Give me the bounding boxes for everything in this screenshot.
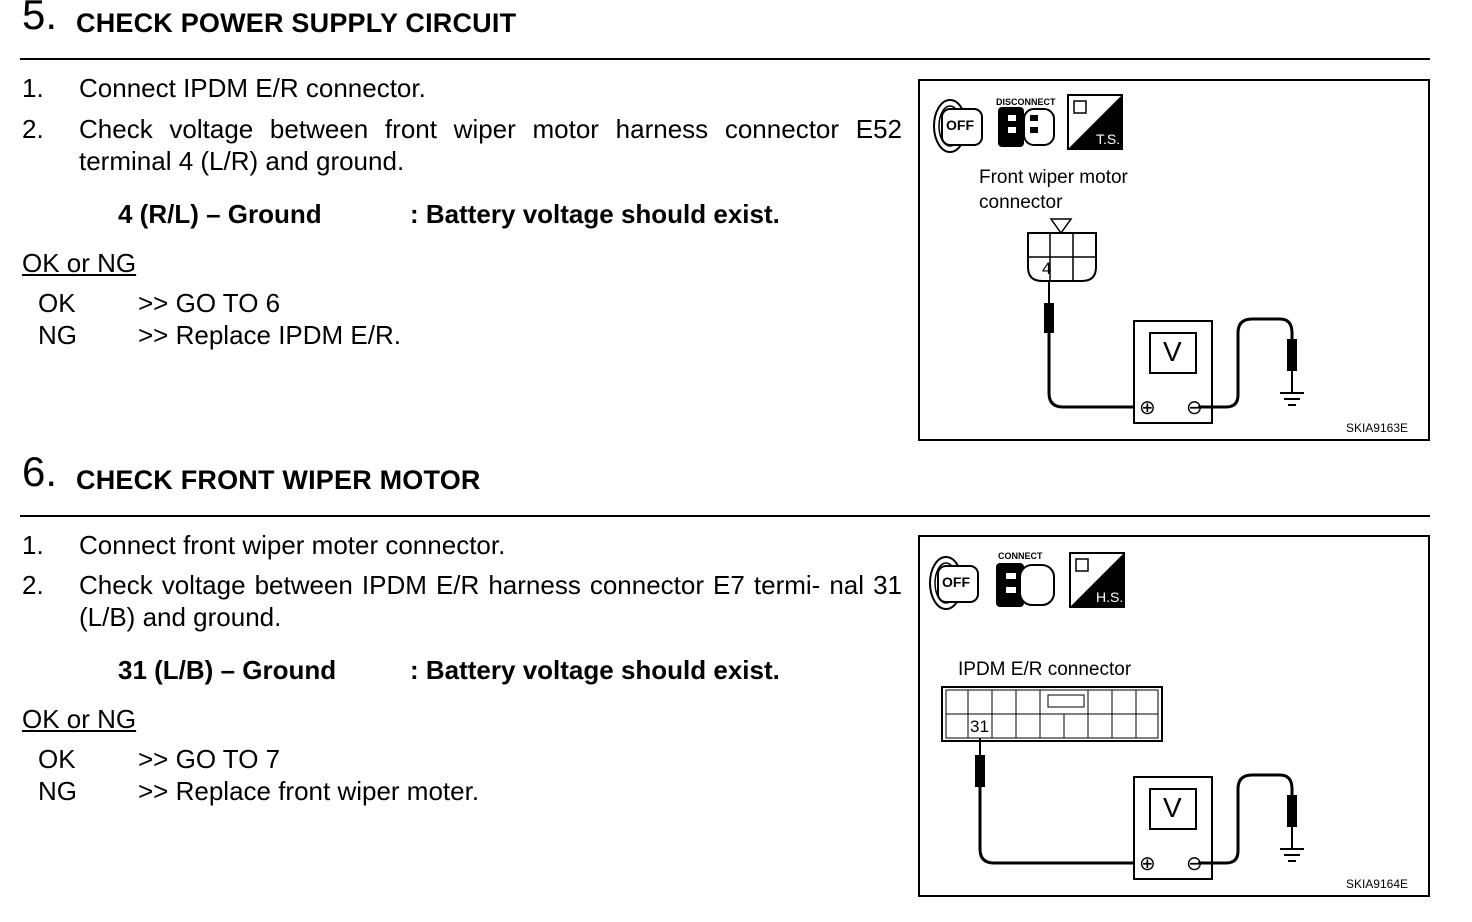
- step-number: 1.: [22, 73, 44, 103]
- step-2: 2. Check voltage between IPDM E/R harnes…: [22, 569, 902, 633]
- spec-line: 4 (R/L) – Ground : Battery voltage shoul…: [118, 198, 780, 230]
- terminal-number: 4: [1042, 259, 1052, 278]
- section-title: CHECK FRONT WIPER MOTOR: [76, 465, 481, 495]
- plus-terminal-icon: ⊕: [1139, 853, 1156, 875]
- step-2: 2. Check voltage between front wiper mot…: [22, 113, 902, 177]
- step-number: 1.: [22, 530, 44, 560]
- connector-state-label: CONNECT: [998, 551, 1043, 561]
- step-text: Check voltage between IPDM E/R harness c…: [79, 570, 902, 632]
- figure-code: SKIA9164E: [1345, 877, 1408, 891]
- tool-label: T.S.: [1096, 131, 1121, 147]
- section-5: 5. CHECK POWER SUPPLY CIRCUIT 1. Connect…: [20, 0, 1430, 450]
- section-number: 6.: [22, 448, 58, 495]
- step-number: 2.: [22, 114, 44, 144]
- ok-or-ng-heading: OK or NG: [22, 248, 137, 278]
- minus-terminal-icon: ⊖: [1186, 853, 1203, 875]
- result-key: OK: [38, 744, 76, 774]
- result-key: NG: [38, 320, 77, 350]
- step-1: 1. Connect front wiper moter connector.: [22, 529, 902, 561]
- connector-icon: [998, 107, 1055, 147]
- tester-icon: [1067, 94, 1123, 150]
- wiring-diagram: [929, 552, 1304, 880]
- result-ng: NG >> Replace IPDM E/R.: [38, 319, 401, 351]
- step-text: Connect front wiper moter connector.: [79, 530, 506, 560]
- section-header: 5. CHECK POWER SUPPLY CIRCUIT: [20, 0, 1430, 60]
- result-key: NG: [38, 776, 77, 806]
- key-off-label: OFF: [946, 117, 974, 133]
- ipdm-connector: [941, 686, 1163, 742]
- result-action: >> GO TO 6: [138, 288, 281, 318]
- ok-or-ng-heading: OK or NG: [22, 704, 137, 734]
- step-1: 1. Connect IPDM E/R connector.: [22, 72, 902, 104]
- result-ok: OK >> GO TO 7: [38, 743, 280, 775]
- result-ok: OK >> GO TO 6: [38, 287, 280, 319]
- section-6: 6. CHECK FRONT WIPER MOTOR 1. Connect fr…: [20, 451, 1430, 917]
- connector-icon: [996, 563, 1055, 607]
- connector-label: IPDM E/R connector: [958, 659, 1132, 680]
- result-action: >> Replace front wiper moter.: [138, 776, 480, 806]
- tester-icon: [1069, 552, 1125, 608]
- connector-state-label: DISCONNECT: [996, 97, 1056, 107]
- wiper-motor-connector: [1027, 218, 1097, 282]
- spec-line: 31 (L/B) – Ground : Battery voltage shou…: [118, 654, 780, 686]
- result-action: >> GO TO 7: [138, 744, 281, 774]
- spec-result: : Battery voltage should exist.: [410, 199, 780, 229]
- spec-terminal: 4 (R/L) – Ground: [118, 199, 322, 229]
- voltmeter-label: V: [1163, 792, 1182, 823]
- step-text: Connect IPDM E/R connector.: [79, 73, 426, 103]
- section-number: 5.: [22, 0, 58, 38]
- connector-label-line1: Front wiper motor: [979, 167, 1128, 188]
- section-header: 6. CHECK FRONT WIPER MOTOR: [20, 451, 1430, 517]
- result-ng: NG >> Replace front wiper moter.: [38, 775, 479, 807]
- section-title: CHECK POWER SUPPLY CIRCUIT: [76, 8, 517, 38]
- voltmeter-label: V: [1163, 336, 1182, 367]
- result-action: >> Replace IPDM E/R.: [138, 320, 401, 350]
- result-key: OK: [38, 288, 76, 318]
- plus-terminal-icon: ⊕: [1139, 397, 1156, 419]
- figure-power-supply-check: OFF DISCONNECT T.S. Front wiper motor co…: [918, 79, 1430, 441]
- step-text: Check voltage between front wiper motor …: [79, 114, 902, 176]
- connector-label-line2: connector: [979, 192, 1063, 213]
- spec-terminal: 31 (L/B) – Ground: [118, 655, 337, 685]
- figure-code: SKIA9163E: [1345, 421, 1408, 435]
- ignition-key-icon: [933, 99, 983, 153]
- spec-result: : Battery voltage should exist.: [410, 655, 780, 685]
- tool-label: H.S.: [1096, 589, 1124, 605]
- minus-terminal-icon: ⊖: [1186, 397, 1203, 419]
- terminal-number: 31: [970, 717, 989, 736]
- ignition-key-icon: [929, 556, 979, 610]
- wiring-diagram: [933, 94, 1304, 424]
- key-off-label: OFF: [942, 574, 970, 590]
- step-number: 2.: [22, 570, 44, 600]
- figure-wiper-motor-check: OFF CONNECT H.S. IPDM E/R connector 31 V…: [918, 535, 1430, 897]
